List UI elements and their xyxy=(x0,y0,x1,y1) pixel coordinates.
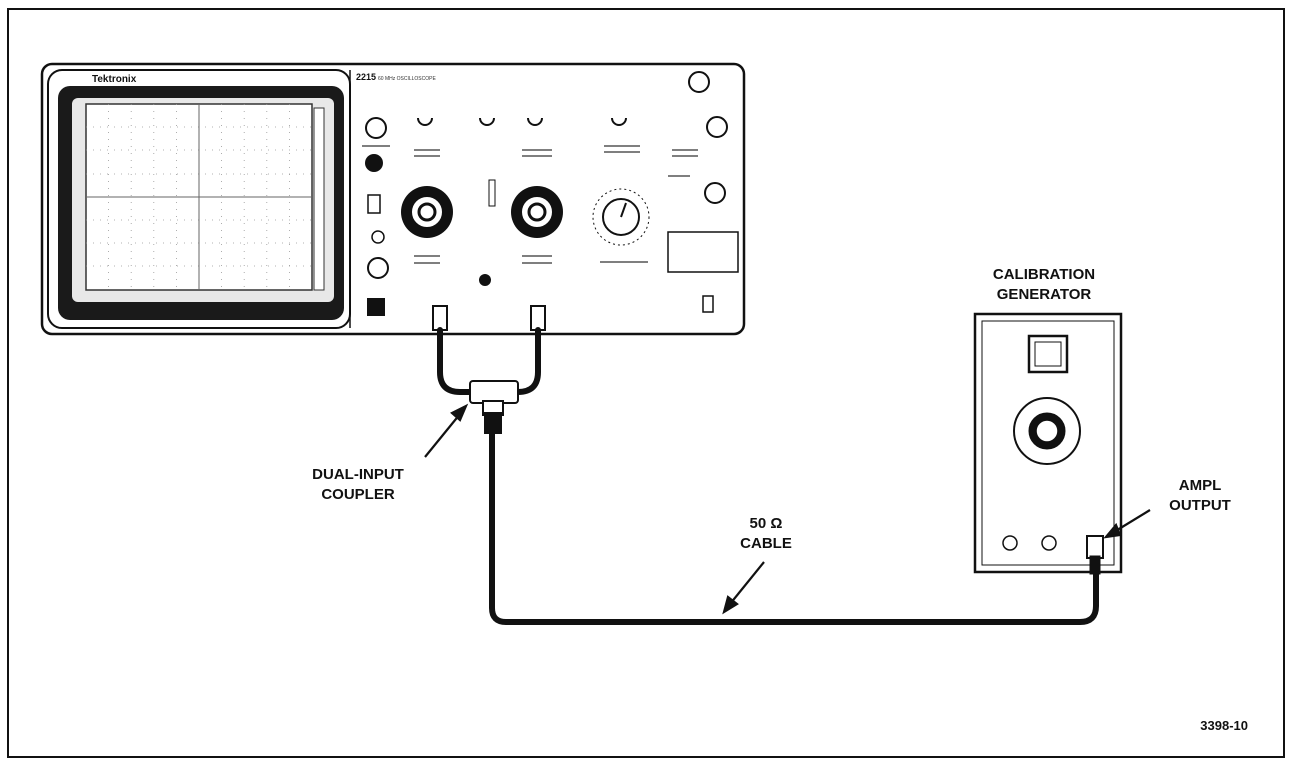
horizontal-position-knob[interactable] xyxy=(611,117,627,126)
coupler-callout-line xyxy=(424,413,461,458)
ch1-position-knob[interactable] xyxy=(417,117,433,126)
cable-sheen xyxy=(496,440,1078,618)
generator-jack-1[interactable] xyxy=(1002,535,1018,551)
ext-trigger-connector[interactable] xyxy=(702,295,714,313)
trace-rotation-control[interactable] xyxy=(371,230,385,244)
dual-input-coupler xyxy=(469,380,519,434)
dual-input-coupler-label-2: COUPLER xyxy=(321,486,395,503)
model-number: 2215 xyxy=(356,72,376,82)
coupler-arrowhead xyxy=(450,403,469,422)
focus-knob[interactable] xyxy=(365,154,383,172)
ch1-volts-div-dial[interactable] xyxy=(401,186,453,238)
ampl-output-label-2: OUTPUT xyxy=(1169,497,1231,514)
brand-logo: Tektronix xyxy=(92,74,137,85)
trigger-holdoff-knob[interactable] xyxy=(706,116,728,138)
calibration-generator-label-2: GENERATOR xyxy=(997,286,1092,303)
ch1-input-connector[interactable] xyxy=(432,305,448,331)
trigger-mode-knob[interactable] xyxy=(704,182,726,204)
intensity-knob[interactable] xyxy=(365,117,387,139)
ch1-cable xyxy=(437,327,481,395)
cable-callout-line xyxy=(729,561,765,605)
generator-jack-2[interactable] xyxy=(1041,535,1057,551)
trigger-source-switches[interactable] xyxy=(667,231,739,273)
trigger-level-knob[interactable] xyxy=(688,71,710,93)
dual-input-coupler-label-1: DUAL-INPUT xyxy=(312,466,404,483)
crt-filter-strip xyxy=(313,107,325,291)
fifty-ohm-cable xyxy=(489,427,1099,625)
ampl-output-connector[interactable] xyxy=(1086,535,1104,575)
cable-label-2: CABLE xyxy=(740,535,792,552)
oscilloscope: Tektronix 2215 60 MHz OSCILLOSCOPE xyxy=(40,62,746,336)
cable-arrowhead xyxy=(722,595,739,615)
ch2-position-knob[interactable] xyxy=(527,117,543,126)
figure-number: 3398-10 xyxy=(1200,718,1248,733)
ampl-output-arrowhead xyxy=(1103,522,1122,539)
generator-panel xyxy=(981,320,1115,566)
power-knob[interactable] xyxy=(367,257,389,279)
sec-div-dial[interactable] xyxy=(592,188,650,246)
panel-legend-marks xyxy=(362,145,698,264)
callout-arrows xyxy=(424,403,1151,615)
power-switch[interactable] xyxy=(367,298,385,316)
figure-frame xyxy=(7,8,1285,758)
ampl-output-callout-line xyxy=(1113,509,1151,533)
vertical-mode-switch[interactable] xyxy=(488,179,496,207)
ch2-volts-div-dial[interactable] xyxy=(511,186,563,238)
ch2-input-connector[interactable] xyxy=(530,305,546,331)
ground-jack[interactable] xyxy=(479,274,491,286)
vertical-mode-knob[interactable] xyxy=(479,117,495,126)
calibration-generator-label-1: CALIBRATION xyxy=(993,266,1095,283)
cable-label-1: 50 Ω xyxy=(750,515,783,532)
model-subtitle: 60 MHz OSCILLOSCOPE xyxy=(378,76,436,82)
ampl-output-label-1: AMPL xyxy=(1179,477,1222,494)
calibration-generator xyxy=(973,312,1123,575)
beam-find-button[interactable] xyxy=(367,194,381,214)
